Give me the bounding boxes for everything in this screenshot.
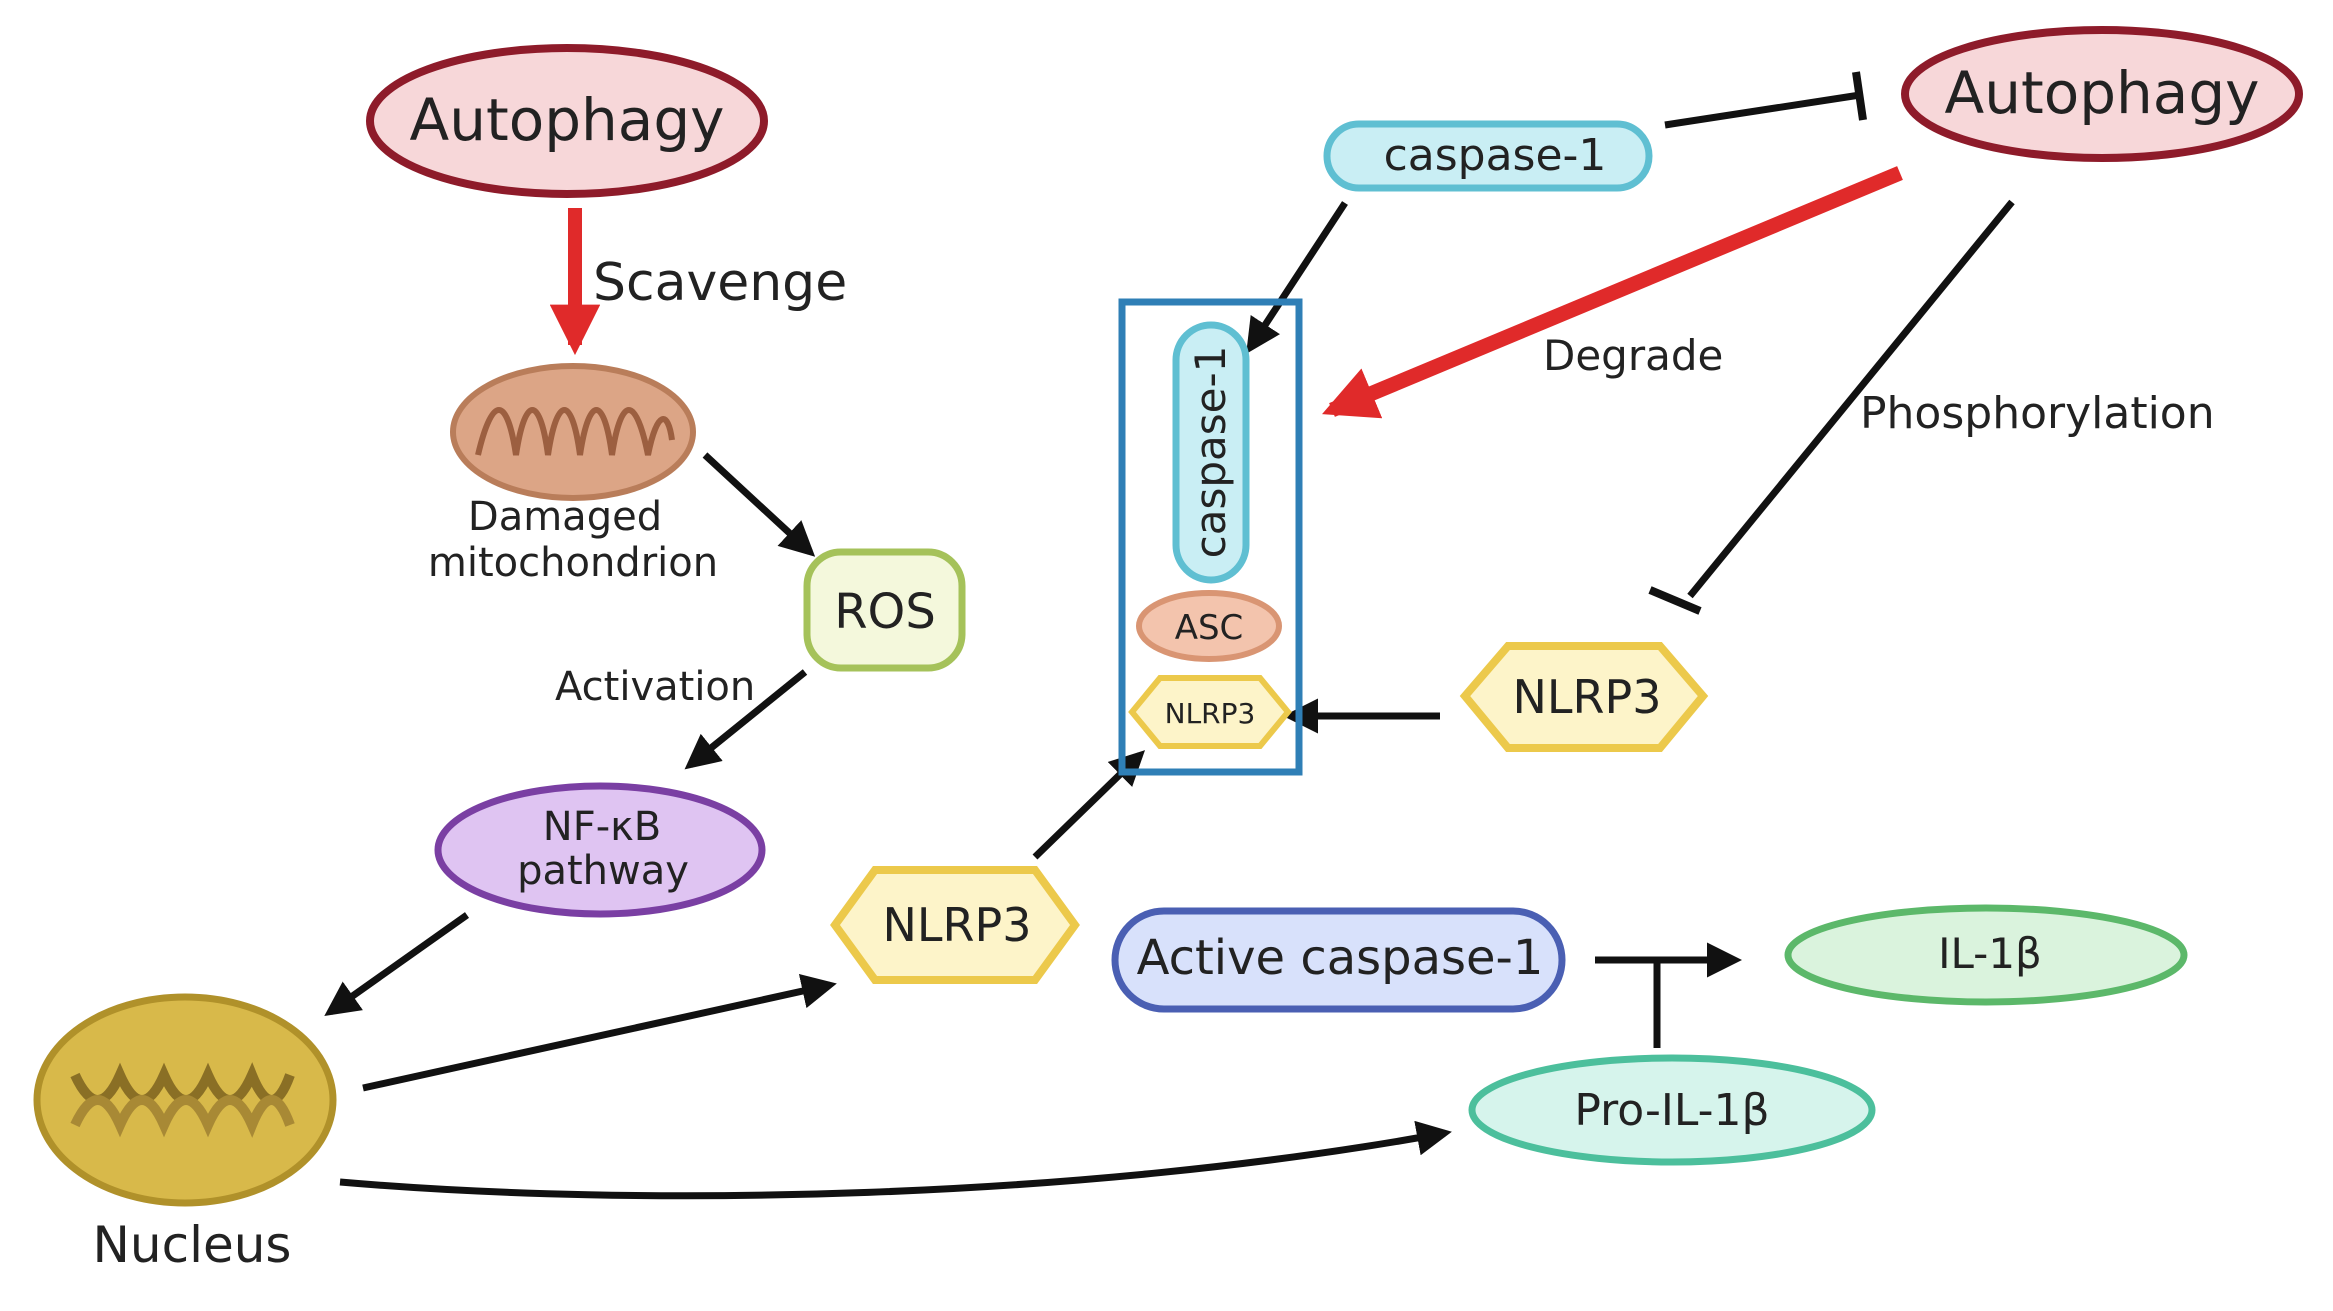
autophagy-left-label: Autophagy bbox=[410, 86, 725, 154]
active-caspase1-label: Active caspase-1 bbox=[1137, 930, 1544, 986]
nucleus-to-nlrp3-arrow bbox=[362, 973, 837, 1092]
nlrp3-right-label: NLRP3 bbox=[1512, 670, 1661, 724]
damaged-mitochondrion-label-line1: Damaged bbox=[468, 494, 662, 540]
mitochondrion-icon bbox=[450, 363, 696, 501]
activation-label: Activation bbox=[555, 664, 755, 710]
phosphorylation-label: Phosphorylation bbox=[1860, 388, 2215, 439]
caspase1-top-node: caspase-1 bbox=[1323, 120, 1653, 192]
nfkb-node: NF-κB pathway bbox=[434, 782, 766, 918]
nfkb-to-nucleus-arrow bbox=[324, 912, 470, 1017]
scavenge-label: Scavenge bbox=[593, 253, 847, 313]
phosphorylation-inhibit-bar bbox=[1648, 586, 1702, 615]
inflammasome-complex: caspase-1 ASC NLRP3 bbox=[1118, 298, 1303, 776]
nucleus-label: Nucleus bbox=[93, 1216, 292, 1274]
inflammasome-nlrp3-shape bbox=[1128, 675, 1292, 749]
asc-label: ASC bbox=[1175, 608, 1244, 648]
asc-shape bbox=[1136, 590, 1282, 662]
degrade-arrow bbox=[1322, 166, 1903, 419]
proil1b-node: Pro-IL-1β bbox=[1468, 1054, 1876, 1166]
active-caspase1-node: Active caspase-1 bbox=[1111, 907, 1566, 1013]
inflammasome-caspase1-label: caspase-1 bbox=[1186, 346, 1235, 559]
il1b-node: IL-1β bbox=[1784, 904, 2188, 1006]
ros-node: ROS bbox=[803, 548, 966, 672]
il1b-label: IL-1β bbox=[1938, 929, 2042, 978]
autophagy-right-label: Autophagy bbox=[1945, 59, 2260, 127]
nfkb-label-line2: pathway bbox=[517, 848, 689, 894]
nfkb-label-line1: NF-κB bbox=[543, 804, 661, 850]
caspase1-top-label: caspase-1 bbox=[1384, 130, 1607, 181]
degrade-label: Degrade bbox=[1543, 331, 1723, 380]
nlrp3-right-node: NLRP3 bbox=[1459, 642, 1709, 752]
nucleus-to-proil1b-arrow bbox=[339, 1120, 1452, 1200]
phosphorylation-inhibit-line bbox=[1687, 199, 2015, 599]
nlrp3-middle-node: NLRP3 bbox=[830, 866, 1080, 984]
ros-to-nfkb-arrow bbox=[684, 669, 808, 770]
caspase1-inhibits-autophagy-bar bbox=[1852, 71, 1867, 121]
autophagy-left-node: Autophagy bbox=[366, 44, 768, 198]
inflammasome-nlrp3-label: NLRP3 bbox=[1165, 697, 1256, 730]
autophagy-right-node: Autophagy bbox=[1901, 26, 2303, 162]
damaged-mitochondrion-node: Damaged mitochondrion bbox=[428, 363, 718, 586]
nlrp3-middle-label: NLRP3 bbox=[882, 898, 1031, 952]
ros-label: ROS bbox=[834, 584, 936, 640]
mito-to-ros-arrow bbox=[702, 452, 816, 557]
caspase1-inhibits-autophagy bbox=[1664, 91, 1861, 129]
caspase1-to-inflammasome-arrow bbox=[1246, 201, 1348, 354]
dna-icon bbox=[70, 1062, 295, 1138]
proil1b-label: Pro-IL-1β bbox=[1574, 1085, 1769, 1136]
nucleus-node: Nucleus bbox=[33, 993, 337, 1274]
damaged-mitochondrion-label-line2: mitochondrion bbox=[428, 540, 718, 586]
